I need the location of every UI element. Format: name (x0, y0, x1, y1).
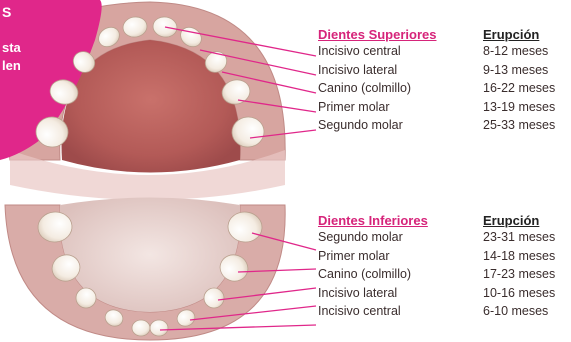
eruption-range: 10-16 meses (483, 286, 568, 300)
tooth-name: Incisivo central (318, 44, 483, 58)
tooth-name: Incisivo lateral (318, 286, 483, 300)
tooth-name: Canino (colmillo) (318, 267, 483, 281)
lower-incisor-central-tooth (132, 320, 150, 336)
tooth-name: Incisivo central (318, 304, 483, 318)
table-row: Canino (colmillo) 16-22 meses (318, 79, 568, 98)
eruption-range: 8-12 meses (483, 44, 568, 58)
corner-text-3: len (2, 58, 21, 74)
table-row: Primer molar 14-18 meses (318, 247, 568, 266)
tooth-name: Segundo molar (318, 118, 483, 132)
table-row: Incisivo central 6-10 meses (318, 302, 568, 321)
tooth-name: Primer molar (318, 249, 483, 263)
upper-header-tooth: Dientes Superiores (318, 27, 483, 42)
table-row: Incisivo lateral 9-13 meses (318, 61, 568, 80)
table-row: Incisivo lateral 10-16 meses (318, 284, 568, 303)
eruption-range: 9-13 meses (483, 63, 568, 77)
lower-header-tooth: Dientes Inferiores (318, 213, 483, 228)
corner-text-2: sta (2, 40, 21, 56)
eruption-range: 6-10 meses (483, 304, 568, 318)
eruption-range: 25-33 meses (483, 118, 568, 132)
upper-header-eruption: Erupción (483, 27, 568, 42)
lower-teeth-table: Dientes Inferiores Erupción Segundo mola… (318, 208, 568, 321)
table-row: Incisivo central 8-12 meses (318, 42, 568, 61)
eruption-range: 13-19 meses (483, 100, 568, 114)
lower-header-eruption: Erupción (483, 213, 568, 228)
tooth-name: Primer molar (318, 100, 483, 114)
eruption-range: 17-23 meses (483, 267, 568, 281)
table-row: Segundo molar 23-31 meses (318, 228, 568, 247)
eruption-range: 16-22 meses (483, 81, 568, 95)
table-row: Canino (colmillo) 17-23 meses (318, 265, 568, 284)
tooth-name: Incisivo lateral (318, 63, 483, 77)
tooth-name: Canino (colmillo) (318, 81, 483, 95)
corner-text-1: S (2, 4, 11, 20)
table-row: Segundo molar 25-33 meses (318, 116, 568, 135)
tooth-name: Segundo molar (318, 230, 483, 244)
eruption-range: 14-18 meses (483, 249, 568, 263)
table-row: Primer molar 13-19 meses (318, 98, 568, 117)
eruption-range: 23-31 meses (483, 230, 568, 244)
upper-teeth-table: Dientes Superiores Erupción Incisivo cen… (318, 22, 568, 135)
lower-incisor-central-tooth (150, 320, 168, 336)
